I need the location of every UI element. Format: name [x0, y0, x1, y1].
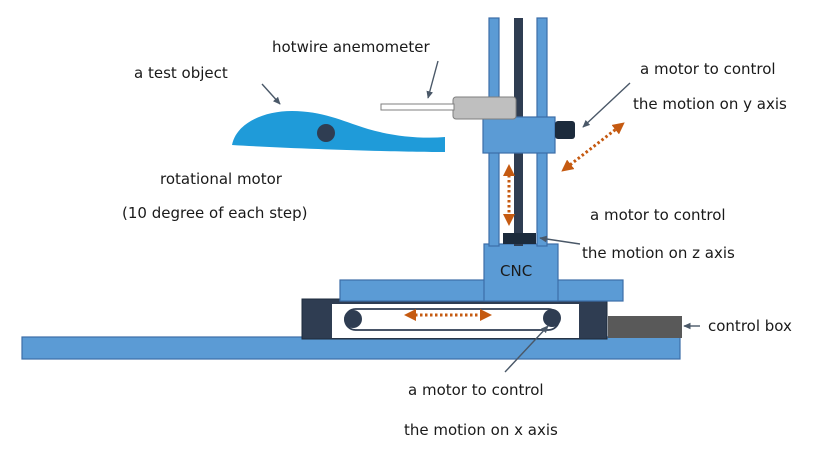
- anemometer-label: hotwire anemometer: [272, 38, 431, 56]
- y-motor-label-line1: a motor to control: [640, 60, 776, 78]
- test-object-label: a test object: [134, 64, 228, 82]
- slide-plate: [339, 279, 624, 302]
- y-carriage: [482, 116, 556, 154]
- z-motor-callout: [539, 235, 581, 245]
- rotational-motor-icon: [317, 124, 335, 142]
- pulley-left: [344, 310, 362, 328]
- y-motor: [555, 121, 575, 139]
- x-motor-label-line1: a motor to control: [408, 381, 544, 399]
- test-object-callout: [261, 83, 281, 105]
- anemometer-callout: [426, 60, 439, 99]
- control-box-label: control box: [708, 317, 792, 335]
- y-motion-arrow: [561, 122, 625, 172]
- pulley-right: [543, 309, 561, 327]
- y-motor-callout: [582, 82, 631, 128]
- rotational-motor-label: rotational motor: [160, 170, 283, 188]
- y-motor-label-line2: the motion on y axis: [633, 95, 787, 113]
- rotational-motor-step-label: (10 degree of each step): [122, 204, 308, 222]
- base-plate: [21, 336, 681, 360]
- x-motor-callout: [504, 325, 549, 373]
- x-motor-label-line2: the motion on x axis: [404, 421, 558, 439]
- z-motor: [503, 233, 536, 244]
- z-motor-label-line1: a motor to control: [590, 206, 726, 224]
- probe-tip: [380, 103, 455, 111]
- cnc-label: CNC: [500, 262, 532, 280]
- probe-body: [452, 96, 517, 120]
- control-box: [608, 316, 682, 338]
- z-motor-label-line2: the motion on z axis: [582, 244, 735, 262]
- airfoil-icon: [232, 111, 445, 152]
